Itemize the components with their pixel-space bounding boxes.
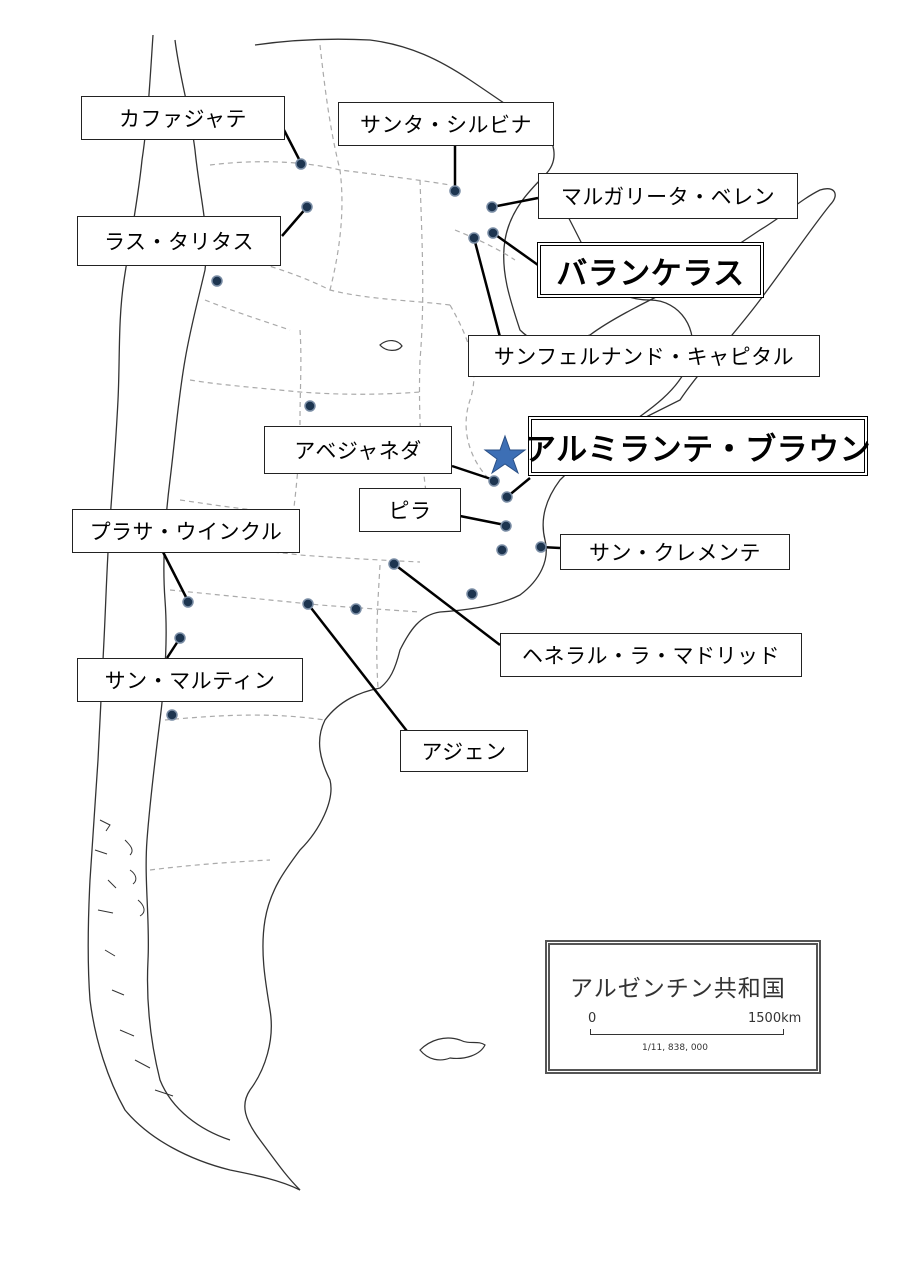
marker-plaza-huincul — [182, 596, 194, 608]
lake — [379, 340, 403, 351]
marker-san-fernando — [468, 232, 480, 244]
marker-almirante-brown — [501, 491, 513, 503]
marker-cafayate — [295, 158, 307, 170]
marker-pila — [500, 520, 512, 532]
marker-margarita-belen — [486, 201, 498, 213]
label-pila: ピラ — [359, 488, 461, 532]
uruguay-outline — [544, 174, 694, 431]
label-almirante-brown: アルミランテ・ブラウン — [525, 416, 871, 476]
marker-unlabeled-3 — [496, 544, 508, 556]
label-san-fernando: サンフェルナンド・キャピタル — [468, 335, 820, 377]
label-barranqueras: バランケラス — [537, 242, 764, 298]
scale-bar — [590, 1029, 784, 1035]
scale-zero-label: 0 — [588, 1011, 597, 1026]
marker-general-la-madrid — [388, 558, 400, 570]
marker-san-martin — [174, 632, 186, 644]
marker-unlabeled-4 — [466, 588, 478, 600]
label-general-la-madrid: ヘネラル・ラ・マドリッド — [500, 633, 802, 677]
label-allen: アジェン — [400, 730, 528, 772]
scale-max-label: 1500km — [748, 1011, 802, 1026]
marker-santa-silvina — [449, 185, 461, 197]
marker-las-talitas — [301, 201, 313, 213]
marker-unlabeled-1 — [211, 275, 223, 287]
marker-barranqueras — [487, 227, 499, 239]
marker-allen — [302, 598, 314, 610]
marker-unlabeled-6 — [166, 709, 178, 721]
leader-lines — [161, 129, 561, 736]
marker-san-clemente — [535, 541, 547, 553]
label-san-clemente: サン・クレメンテ — [560, 534, 790, 570]
label-san-martin: サン・マルティン — [77, 658, 303, 702]
country-title: アルゼンチン共和国 — [570, 976, 786, 1002]
label-santa-silvina: サンタ・シルビナ — [338, 102, 554, 146]
label-avellaneda: アベジャネダ — [264, 426, 452, 474]
chile-coastline — [87, 34, 301, 1191]
label-las-talitas: ラス・タリタス — [77, 216, 281, 266]
marker-unlabeled-5 — [350, 603, 362, 615]
falkland-islands — [419, 1037, 486, 1061]
marker-unlabeled-2 — [304, 400, 316, 412]
scale-ratio: 1/11, 838, 000 — [642, 1043, 709, 1053]
city-markers — [166, 158, 547, 721]
marker-avellaneda — [488, 475, 500, 487]
label-plaza-huincul: プラサ・ウインクル — [72, 509, 300, 553]
archipelago — [94, 819, 174, 1097]
label-cafayate: カファジャテ — [81, 96, 285, 140]
capital-star-icon — [483, 434, 527, 475]
andes-border — [145, 39, 231, 1141]
map-legend: アルゼンチン共和国 0 1500km 1/11, 838, 000 — [545, 940, 821, 1074]
label-margarita-belen: マルガリータ・ベレン — [538, 173, 798, 219]
